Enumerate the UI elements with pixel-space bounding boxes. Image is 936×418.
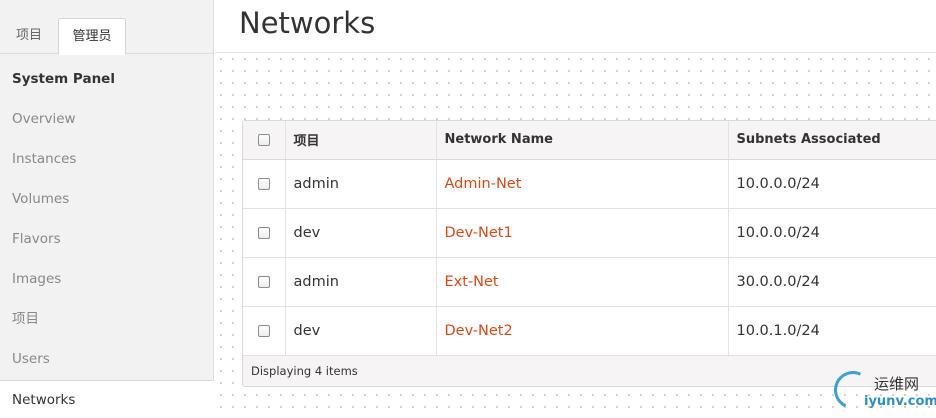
item-count: Displaying 4 items bbox=[243, 355, 936, 386]
dashboard-tabs: 项目 管理员 bbox=[0, 0, 214, 55]
cell-subnets: 30.0.0.0/24 bbox=[728, 257, 936, 307]
sidebar-item-projects[interactable]: 项目 bbox=[12, 311, 39, 327]
table-row: admin Admin-Net 10.0.0.0/24 bbox=[243, 159, 936, 209]
cell-subnets: 10.0.0.0/24 bbox=[728, 208, 936, 258]
cell-project: admin bbox=[285, 257, 437, 307]
watermark-text-bottom: iyunv.com bbox=[864, 394, 936, 409]
sidebar-item-volumes[interactable]: Volumes bbox=[12, 191, 70, 207]
table-row: dev Dev-Net1 10.0.0.0/24 bbox=[243, 208, 936, 258]
sidebar: 项目 管理员 System Panel Overview Instances V… bbox=[0, 0, 214, 418]
tab-project[interactable]: 项目 bbox=[15, 28, 42, 43]
sidebar-item-images[interactable]: Images bbox=[12, 271, 62, 287]
column-header-project[interactable]: 项目 bbox=[285, 121, 437, 160]
row-checkbox[interactable] bbox=[257, 324, 270, 337]
watermark-text-top: 运维网 bbox=[874, 375, 920, 393]
page-title: Networks bbox=[239, 6, 376, 40]
network-name-link[interactable]: Ext-Net bbox=[436, 257, 729, 307]
main-header: Networks bbox=[215, 0, 936, 53]
cell-subnets: 10.0.0.0/24 bbox=[728, 159, 936, 209]
sidebar-item-users[interactable]: Users bbox=[12, 351, 50, 367]
cell-project: dev bbox=[285, 306, 437, 356]
network-name-link[interactable]: Admin-Net bbox=[436, 159, 729, 209]
table-row: admin Ext-Net 30.0.0.0/24 bbox=[243, 257, 936, 307]
cell-project: admin bbox=[285, 159, 437, 209]
table-header-row: 项目 Network Name Subnets Associated bbox=[243, 121, 936, 160]
cell-subnets: 10.0.1.0/24 bbox=[728, 306, 936, 356]
network-name-link[interactable]: Dev-Net1 bbox=[436, 208, 729, 258]
sidebar-item-networks[interactable]: Networks bbox=[0, 380, 214, 418]
column-header-network-name[interactable]: Network Name bbox=[436, 121, 729, 160]
row-checkbox[interactable] bbox=[257, 177, 270, 190]
column-header-subnets[interactable]: Subnets Associated bbox=[728, 121, 936, 160]
watermark-logo: 运维网 iyunv.com bbox=[828, 365, 936, 418]
tab-admin[interactable]: 管理员 bbox=[58, 18, 126, 55]
sidebar-item-instances[interactable]: Instances bbox=[12, 151, 77, 167]
panel-title: System Panel bbox=[12, 71, 115, 87]
networks-table: 项目 Network Name Subnets Associated admin… bbox=[242, 120, 936, 387]
network-name-link[interactable]: Dev-Net2 bbox=[436, 306, 729, 356]
table-footer-row: Displaying 4 items bbox=[243, 355, 936, 386]
row-checkbox[interactable] bbox=[257, 275, 270, 288]
sidebar-item-flavors[interactable]: Flavors bbox=[12, 231, 61, 247]
sidebar-item-overview[interactable]: Overview bbox=[12, 111, 76, 127]
select-all-checkbox[interactable] bbox=[257, 133, 270, 146]
cell-project: dev bbox=[285, 208, 437, 258]
table-row: dev Dev-Net2 10.0.1.0/24 bbox=[243, 306, 936, 356]
main-content: 项目 Network Name Subnets Associated admin… bbox=[215, 53, 936, 418]
row-checkbox[interactable] bbox=[257, 226, 270, 239]
